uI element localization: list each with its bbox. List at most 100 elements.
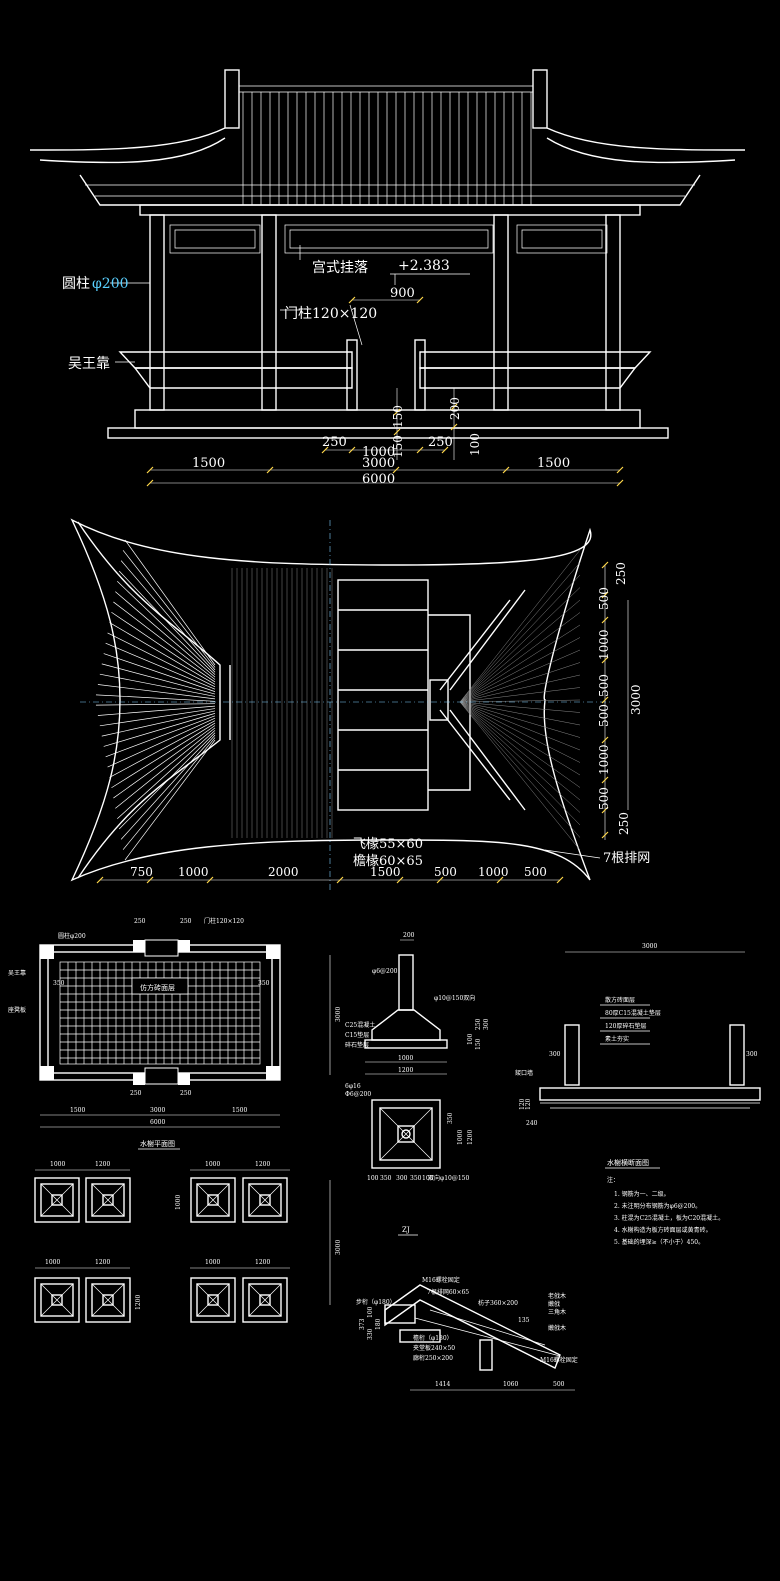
rd-beam2: 夹堂板240×50 — [413, 1344, 455, 1352]
pier-footing — [190, 1177, 236, 1223]
pier-footing — [242, 1277, 288, 1323]
note-2: 3. 柱混为C25混凝土，板为C20混凝土。 — [614, 1214, 724, 1222]
roof-dim-r1: 500 — [597, 587, 611, 610]
ft-h300: 300 — [483, 1018, 490, 1030]
ft-h100: 100 — [467, 1033, 474, 1045]
fd-dim6: 1000 — [205, 1259, 220, 1266]
dim-3000: 3000 — [362, 456, 395, 471]
roof-dim-r2: 1000 — [597, 629, 611, 660]
ft-ten-phi: φ10@150双向 — [434, 994, 475, 1002]
floor-dim-b2: 1500 — [232, 1107, 247, 1114]
sec-col300a: 300 — [549, 1051, 561, 1058]
fd-side2: 1200 — [135, 1295, 142, 1310]
rd-step: 步桁（φ180） — [356, 1298, 396, 1306]
rd-purlin: 枋子360×200 — [478, 1299, 518, 1307]
dim-250b: 250 — [428, 435, 453, 450]
sec-layer0: 散方砖面层 — [605, 996, 635, 1004]
roof-dim-b2: 2000 — [268, 865, 299, 879]
ft-d1000: 1000 — [398, 1055, 413, 1062]
dim-250a: 250 — [322, 435, 347, 450]
roof-detail: M16螺栓固定 7根排网60×65 步桁（φ180） 枋子360×200 老戗木… — [356, 1276, 578, 1391]
label-wuwang-seat: 吴王靠 — [68, 356, 110, 372]
rd-ldim0: 100 — [367, 1306, 374, 1318]
roof-dim-b6: 500 — [524, 865, 547, 879]
notes-title: 注： — [607, 1176, 619, 1184]
fd-dim1: 1200 — [95, 1161, 110, 1168]
sec-top-dim: 3000 — [642, 943, 657, 950]
rd-m16-bottom: M16螺栓固定 — [540, 1356, 578, 1364]
pier-footing — [85, 1177, 131, 1223]
floor-dim-b2-0: 250 — [130, 1090, 142, 1097]
ft-bidir: 双向φ10@150 — [428, 1174, 469, 1182]
ft-c25: C25混凝土 — [345, 1021, 375, 1029]
roof-dim-total: 3000 — [629, 684, 643, 715]
roof-plan-view: 250 500 1000 500 500 1000 500 250 3000 飞… — [70, 518, 650, 890]
pier-footing — [85, 1277, 131, 1323]
floor-dim-b0: 1500 — [70, 1107, 85, 1114]
ft-d200: 200 — [403, 932, 415, 939]
sec-h120b: 120 — [525, 1098, 532, 1110]
ft-s1000: 1000 — [457, 1130, 464, 1145]
label-round-column-phi: φ200 — [92, 276, 129, 292]
rd-dim0: 1414 — [435, 1381, 450, 1388]
dim-1500a: 1500 — [192, 456, 225, 471]
dim-6000: 6000 — [362, 472, 395, 487]
dim-v100: 100 — [468, 433, 482, 456]
ft-gravel: 碎石垫层 — [345, 1041, 369, 1049]
note-1: 2. 未注明分布钢筋为φ6@200。 — [614, 1202, 701, 1210]
rd-ridge3: 三角木 — [548, 1308, 566, 1316]
note-0: 1. 钢筋为一、二级。 — [614, 1190, 670, 1198]
rd-ridge1: 老戗木 — [548, 1292, 566, 1300]
label-seven-rafters: 7根排网 — [603, 851, 650, 866]
ft-b5: 100 — [422, 1175, 434, 1182]
rd-ldim3: 373 — [359, 1318, 366, 1330]
rd-ridge2: 嫩戗 — [548, 1300, 560, 1308]
section-view: 3000 散方砖面层 80厚C15混凝土垫层 120厚碎石垫层 素土夯实 錽口墙… — [515, 943, 761, 1246]
elevation-view: 圆柱 φ200 宫式挂落 +2.383 门柱120×120 吴王靠 900 15… — [29, 69, 746, 487]
ft-h150: 150 — [475, 1038, 482, 1050]
fd-tall: 3000 — [335, 1240, 342, 1255]
footing-detail: 200 φ6@200 φ10@150双向 C25混凝土 C15垫层 碎石垫层 1… — [345, 932, 490, 1236]
ft-c15: C15垫层 — [345, 1031, 369, 1039]
rd-m16-top: M16螺栓固定 — [422, 1276, 460, 1284]
roof-dim-r0: 250 — [614, 562, 628, 585]
roof-dim-b0: 750 — [130, 865, 153, 879]
sec-layer1: 80厚C15混凝土垫层 — [605, 1009, 661, 1017]
dim-v150b: 150 — [391, 435, 405, 458]
roof-dim-r6: 500 — [597, 787, 611, 810]
fd-dim4: 1000 — [45, 1259, 60, 1266]
roof-dim-r4: 500 — [597, 704, 611, 727]
ft-s1200: 1200 — [467, 1130, 474, 1145]
fd-dim0: 1000 — [50, 1161, 65, 1168]
rd-wood: 嫩戗木 — [548, 1324, 566, 1332]
roof-dim-b5: 1000 — [478, 865, 509, 879]
ft-d1200: 1200 — [398, 1067, 413, 1074]
floor-dim-top1: 250 — [180, 918, 192, 925]
label-eave-rafter: 檐椽60×65 — [353, 854, 423, 869]
floor-label-bench: 座凳板 — [8, 1006, 26, 1014]
ft-phi: φ6@200 — [372, 968, 398, 975]
floor-label-door-post: 门柱120×120 — [204, 917, 244, 925]
note-3: 4. 水榭构造为板方砖面层或黄青砖。 — [614, 1226, 712, 1234]
rd-ldim2: 180 — [375, 1318, 382, 1330]
pier-footing — [34, 1277, 80, 1323]
floor-dim-b2-1: 250 — [180, 1090, 192, 1097]
fd-dim5: 1200 — [95, 1259, 110, 1266]
note-4: 5. 基础的埋深≥（不小于）450。 — [614, 1238, 704, 1246]
floor-dim-top0: 250 — [134, 918, 146, 925]
fd-side: 1000 — [175, 1195, 182, 1210]
ft-h250: 250 — [475, 1018, 482, 1030]
dim-1000: 1000 — [362, 445, 395, 460]
roof-dim-b4: 500 — [434, 865, 457, 879]
sec-beam: 錽口墙 — [515, 1069, 533, 1077]
sec-h240: 240 — [526, 1120, 538, 1127]
rd-angle: 135 — [518, 1317, 530, 1324]
ft-stirrup: Φ6@200 — [345, 1091, 371, 1098]
sec-h120: 120 — [519, 1098, 526, 1110]
rd-dim2: 500 — [553, 1381, 565, 1388]
rd-ldim1: 330 — [367, 1328, 374, 1340]
floor-dim-b1: 3000 — [150, 1107, 165, 1114]
label-elevation-mark: +2.383 — [398, 258, 450, 274]
footing-title: ZJ — [402, 1226, 410, 1234]
